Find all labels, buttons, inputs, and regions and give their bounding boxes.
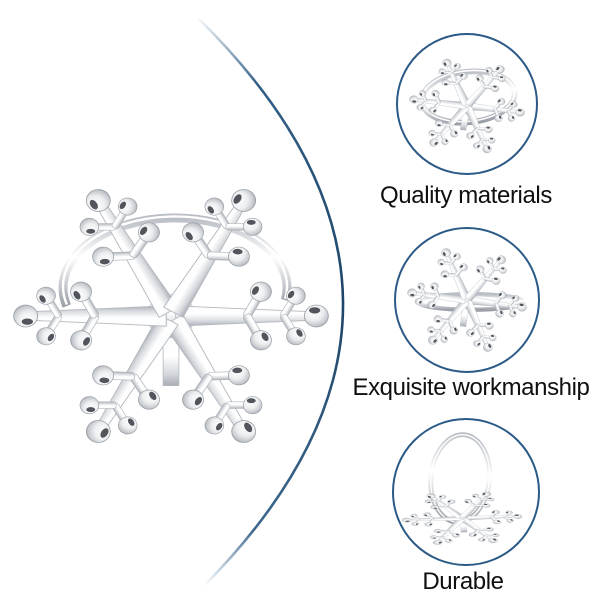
divider-curve-line — [194, 14, 345, 588]
feature-label-durable: Durable — [422, 568, 504, 595]
upright-ring-snowflake-icon — [394, 432, 538, 564]
feature-photo-exquisite-workmanship — [394, 227, 540, 373]
feature-photo-durable — [392, 418, 540, 566]
feature-label-exquisite-workmanship: Exquisite workmanship — [352, 374, 590, 401]
snowflake-ring-angled-icon — [398, 35, 536, 173]
main-product-photo — [14, 172, 329, 459]
snowflake-front-icon — [396, 229, 538, 371]
ring-band — [58, 213, 292, 308]
feature-label-quality-materials: Quality materials — [380, 182, 552, 209]
feature-photo-quality-materials — [396, 33, 538, 175]
